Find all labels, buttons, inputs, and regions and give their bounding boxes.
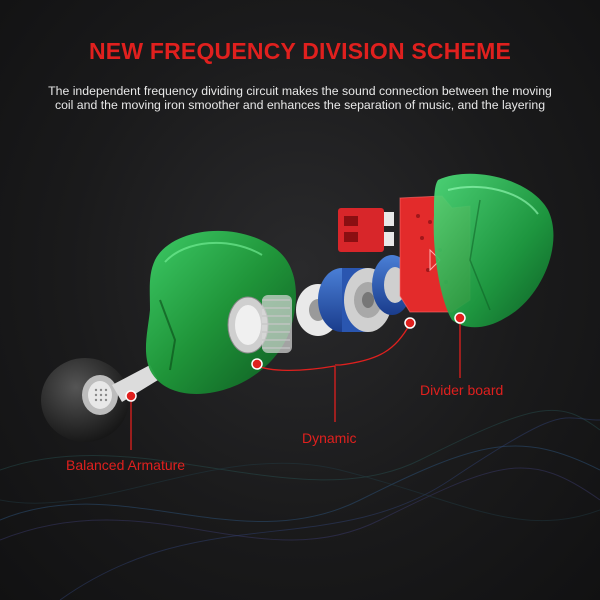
background-waves (0, 409, 600, 600)
balanced-armature-driver (227, 295, 292, 354)
description: The independent frequency dividing circu… (15, 84, 585, 112)
callout-dots (125, 312, 466, 402)
earphone-shell (145, 230, 296, 394)
description-line-2: coil and the moving iron smoother and en… (54, 98, 546, 112)
page-title: NEW FREQUENCY DIVISION SCHEME (89, 38, 511, 64)
nozzle (112, 365, 158, 402)
label-dynamic: Dynamic (302, 430, 357, 446)
faceplate-cover (433, 173, 554, 328)
dynamic-driver (318, 255, 412, 332)
description-line-1: The independent frequency dividing circu… (48, 84, 552, 98)
ear-tip (41, 358, 129, 442)
red-connector (338, 208, 394, 252)
label-balanced-armature: Balanced Armature (66, 457, 186, 473)
callout-lines (130, 320, 461, 450)
label-divider-board: Divider board (420, 382, 504, 398)
